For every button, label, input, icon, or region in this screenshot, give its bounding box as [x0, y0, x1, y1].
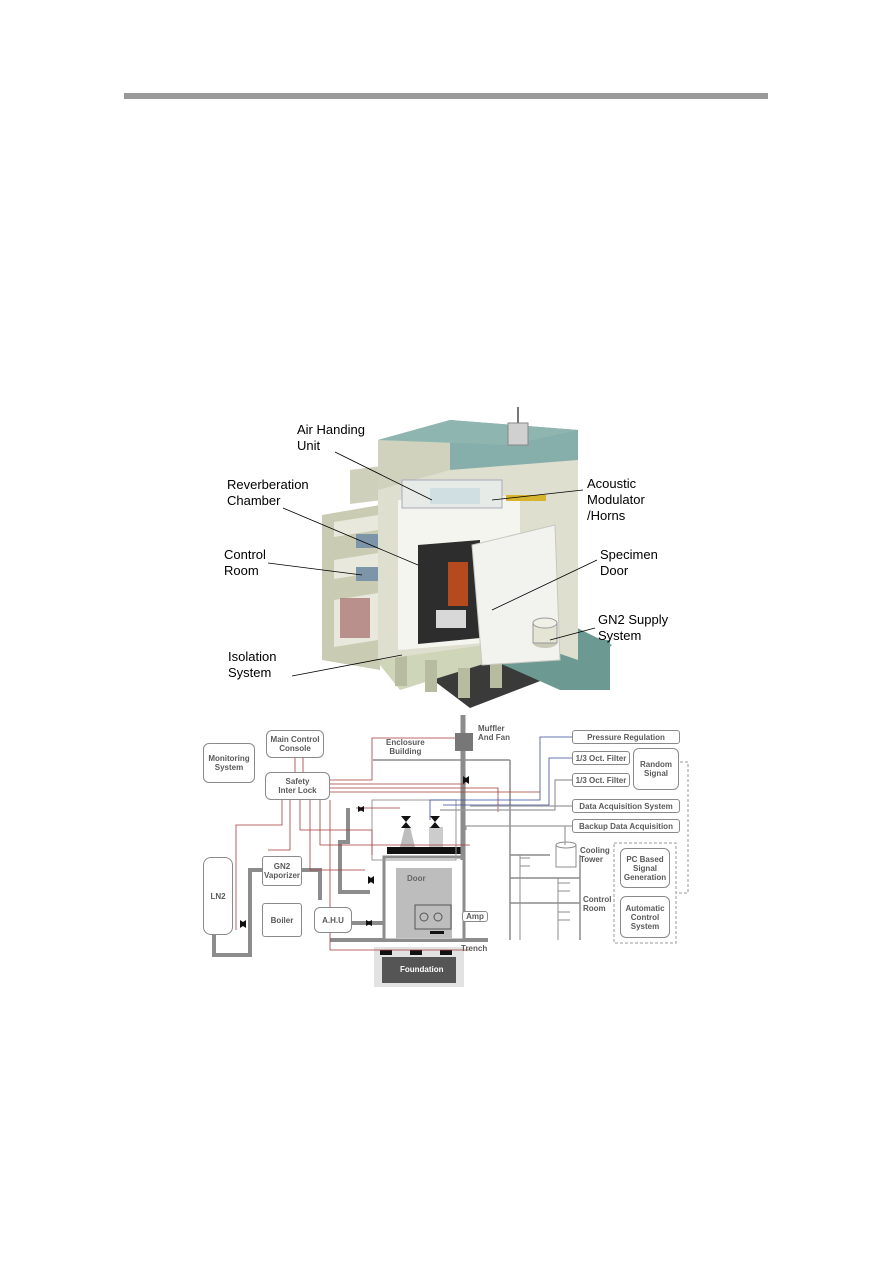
rack — [340, 598, 370, 638]
valves — [240, 776, 469, 928]
header-rule — [124, 93, 768, 99]
vaporizer-pipe — [338, 808, 370, 894]
pressure-regulation-box: Pressure Regulation — [572, 730, 680, 744]
crane-rail — [506, 495, 546, 501]
backup-data-box: Backup Data Acquisition — [572, 819, 680, 833]
oct-filter-1-box: 1/3 Oct. Filter — [572, 751, 630, 765]
door-panel — [396, 868, 452, 938]
leader-door — [491, 559, 598, 611]
trench-label: Trench — [461, 944, 488, 953]
leader-control-room — [267, 562, 363, 576]
oct-filter-2-box: 1/3 Oct. Filter — [572, 773, 630, 787]
leader-gn2 — [549, 627, 596, 641]
ahu-box: A.H.U — [314, 907, 352, 933]
control-panel — [356, 534, 378, 548]
muffler-box — [455, 733, 473, 751]
leader-isolation — [291, 654, 403, 677]
facility-illustration — [267, 407, 612, 708]
ln2-tank: LN2 — [203, 857, 233, 935]
leader-reverberation — [282, 507, 419, 566]
blue-signal-lines — [429, 736, 572, 820]
amp-box: Amp — [462, 911, 488, 922]
facility-schematic — [206, 715, 689, 987]
isolation-pier — [458, 668, 470, 698]
isolation-pier — [425, 660, 437, 692]
foundation-block — [382, 957, 456, 983]
data-acquisition-box: Data Acquisition System — [572, 799, 680, 813]
red-signal-lines — [235, 737, 540, 951]
horn-plate — [387, 847, 461, 854]
control-panel — [356, 567, 378, 581]
foundation-label: Foundation — [400, 965, 444, 974]
door-label: Door — [407, 874, 426, 883]
specimen — [448, 562, 468, 606]
isolation-pier — [490, 658, 502, 688]
control-dash-box — [613, 842, 677, 944]
boiler-box: Boiler — [262, 903, 302, 937]
isolation-pier — [395, 652, 407, 686]
leader-acoustic — [491, 489, 584, 501]
air-handler-box — [350, 466, 382, 504]
leader-air-handing — [334, 451, 433, 501]
